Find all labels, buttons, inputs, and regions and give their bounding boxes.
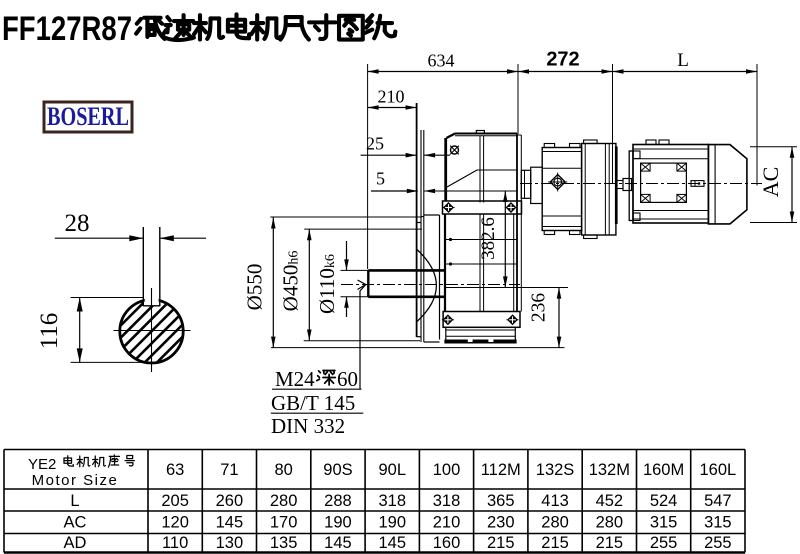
svg-text:280: 280 bbox=[596, 514, 624, 532]
svg-text:160L: 160L bbox=[699, 461, 736, 479]
svg-text:160M: 160M bbox=[643, 461, 684, 479]
svg-text:135: 135 bbox=[270, 534, 298, 552]
svg-text:Ø450h6: Ø450h6 bbox=[279, 251, 303, 312]
svg-text:DIN 332: DIN 332 bbox=[271, 414, 345, 438]
svg-text:318: 318 bbox=[433, 492, 461, 510]
svg-text:FF127R87: FF127R87 bbox=[2, 10, 132, 48]
svg-text:210: 210 bbox=[433, 514, 461, 532]
svg-text:215: 215 bbox=[541, 534, 569, 552]
svg-text:190: 190 bbox=[378, 514, 406, 532]
svg-text:255: 255 bbox=[650, 534, 678, 552]
svg-text:413: 413 bbox=[541, 492, 569, 510]
svg-text:236: 236 bbox=[529, 293, 550, 323]
svg-text:80: 80 bbox=[274, 461, 292, 479]
svg-text:205: 205 bbox=[161, 492, 189, 510]
svg-text:90L: 90L bbox=[378, 461, 406, 479]
svg-text:AC: AC bbox=[758, 167, 783, 198]
svg-text:145: 145 bbox=[216, 514, 244, 532]
svg-text:116: 116 bbox=[36, 313, 63, 350]
svg-text:280: 280 bbox=[541, 514, 569, 532]
svg-text:AC: AC bbox=[64, 514, 87, 532]
svg-text:170: 170 bbox=[270, 514, 298, 532]
svg-text:160: 160 bbox=[433, 534, 461, 552]
svg-text:112M: 112M bbox=[481, 461, 521, 479]
svg-text:BOSERL: BOSERL bbox=[47, 102, 129, 131]
svg-text:272: 272 bbox=[546, 49, 579, 71]
svg-text:280: 280 bbox=[270, 492, 298, 510]
svg-text:71: 71 bbox=[220, 461, 238, 479]
svg-text:63: 63 bbox=[166, 461, 184, 479]
svg-text:Ø110k6: Ø110k6 bbox=[315, 254, 339, 314]
svg-text:60: 60 bbox=[337, 367, 358, 391]
svg-text:Motor Size: Motor Size bbox=[32, 472, 119, 489]
svg-text:100: 100 bbox=[433, 461, 461, 479]
svg-text:315: 315 bbox=[704, 514, 732, 532]
svg-text:255: 255 bbox=[704, 534, 732, 552]
svg-text:260: 260 bbox=[216, 492, 244, 510]
svg-text:132M: 132M bbox=[589, 461, 630, 479]
svg-text:110: 110 bbox=[162, 534, 188, 552]
svg-text:547: 547 bbox=[704, 492, 732, 510]
svg-text:132S: 132S bbox=[536, 461, 575, 479]
svg-text:230: 230 bbox=[487, 514, 515, 532]
svg-text:318: 318 bbox=[378, 492, 406, 510]
svg-text:365: 365 bbox=[487, 492, 515, 510]
svg-text:315: 315 bbox=[650, 514, 678, 532]
svg-text:YE2: YE2 bbox=[28, 456, 56, 473]
svg-text:215: 215 bbox=[487, 534, 515, 552]
svg-text:145: 145 bbox=[324, 534, 352, 552]
svg-text:145: 145 bbox=[378, 534, 406, 552]
svg-text:GB/T 145: GB/T 145 bbox=[271, 391, 355, 415]
svg-text:190: 190 bbox=[324, 514, 352, 532]
svg-text:25: 25 bbox=[366, 134, 384, 154]
svg-text:28: 28 bbox=[65, 210, 90, 237]
svg-text:215: 215 bbox=[596, 534, 624, 552]
svg-text:382.6: 382.6 bbox=[478, 217, 499, 260]
svg-text:M24: M24 bbox=[275, 367, 315, 391]
svg-text:AD: AD bbox=[64, 534, 87, 552]
svg-text:524: 524 bbox=[650, 492, 678, 510]
svg-text:210: 210 bbox=[378, 87, 405, 107]
svg-text:Ø550: Ø550 bbox=[243, 264, 267, 311]
svg-text:634: 634 bbox=[428, 51, 455, 71]
svg-text:288: 288 bbox=[324, 492, 352, 510]
svg-text:452: 452 bbox=[596, 492, 624, 510]
svg-text:L: L bbox=[677, 50, 689, 71]
svg-text:5: 5 bbox=[376, 169, 385, 189]
svg-text:90S: 90S bbox=[323, 461, 352, 479]
svg-text:130: 130 bbox=[216, 534, 244, 552]
svg-text:L: L bbox=[70, 492, 79, 510]
svg-text:120: 120 bbox=[161, 514, 189, 532]
